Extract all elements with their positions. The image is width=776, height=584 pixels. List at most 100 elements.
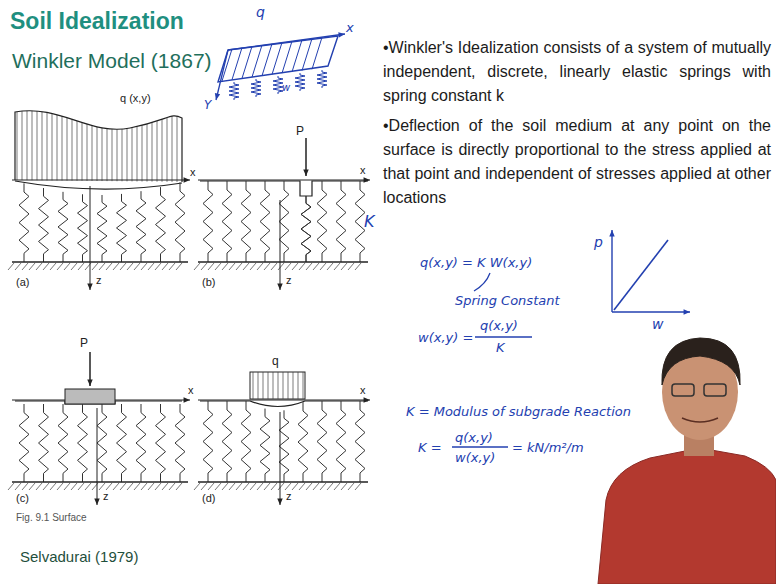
presenter-hair (662, 338, 740, 385)
ground-line (198, 481, 368, 483)
arrow-head (215, 93, 220, 100)
arrow-head (364, 177, 370, 182)
ground-hatch (264, 263, 270, 270)
ground-hatch (208, 263, 214, 270)
load-hatch (17, 100, 177, 185)
load-label: P (296, 124, 304, 138)
sketch-label: q (256, 4, 265, 21)
spring-symbol (317, 70, 327, 88)
load-line (253, 372, 254, 399)
spring-symbol (241, 401, 251, 482)
equation: w(x,y) = (418, 330, 473, 346)
load-line (278, 372, 279, 399)
load-line (27, 100, 28, 185)
load-sketch-line (262, 44, 272, 76)
spring-symbol (273, 76, 283, 94)
ground-hatch (120, 483, 126, 490)
ground-hatch (78, 263, 84, 270)
ground-hatch (327, 263, 333, 270)
ground-hatch (64, 263, 70, 270)
spring-symbol (19, 404, 29, 482)
ground-hatch (148, 483, 154, 490)
ground-hatch (71, 263, 77, 270)
load-line (117, 100, 118, 185)
deflected-surface (15, 181, 182, 189)
graph-axis-label: w (652, 316, 663, 333)
axis-arrow (90, 186, 91, 290)
axis-arrow (12, 180, 190, 181)
sketch-label: Y (204, 98, 211, 112)
load-sketch-line (312, 37, 322, 69)
spring-symbol (355, 401, 365, 482)
load-line (172, 100, 173, 185)
ground-hatch (215, 263, 221, 270)
spring-symbol (317, 181, 327, 262)
ground-hatch (306, 263, 312, 270)
axis-label: x (360, 164, 366, 177)
ground-hatch (341, 263, 347, 270)
fraction-bar (475, 336, 532, 337)
load-sketch-line (242, 46, 252, 78)
arrow-head (87, 284, 92, 290)
ground-hatch (141, 263, 147, 270)
panel-label: (d) (202, 492, 215, 505)
spring-label: K (364, 212, 375, 231)
ground-hatch (313, 483, 319, 490)
presenter-shirt (598, 448, 776, 584)
arrow-head (184, 397, 190, 402)
load-sketch-line (272, 43, 282, 75)
ground-hatch (36, 263, 42, 270)
load-line (102, 100, 103, 185)
fraction-denominator: K (496, 340, 505, 356)
annotation: K = Modulus of subgrade Reaction (406, 404, 631, 420)
ground-hatch (169, 483, 175, 490)
spring-symbol (241, 181, 251, 262)
ground-hatch (257, 483, 263, 490)
arrow-head (277, 284, 282, 290)
spring-symbol (229, 82, 239, 100)
ground-line (12, 481, 188, 483)
load-line (97, 100, 98, 185)
ground-hatch (43, 483, 49, 490)
ground-hatch (194, 483, 200, 490)
ground-hatch (299, 263, 305, 270)
graph-axis-label: p (594, 234, 603, 251)
load-line (67, 100, 68, 185)
ground-hatch (236, 483, 242, 490)
ground-line (12, 261, 188, 263)
spring-symbol (317, 401, 327, 482)
axis-arrow (228, 34, 345, 50)
ground-hatch (222, 483, 228, 490)
load-sketch-line (302, 39, 312, 71)
spring-symbol (295, 73, 305, 91)
slide-title: Soil Idealization (10, 8, 184, 36)
ground-hatch (22, 483, 28, 490)
leader-arrow (474, 273, 490, 291)
ground-hatch (8, 263, 14, 270)
sketch-label: x (346, 20, 354, 36)
ground-hatch (141, 483, 147, 490)
panel-label: (c) (16, 492, 29, 505)
axis-arrow (280, 412, 281, 505)
axis-label: z (286, 274, 292, 287)
load-line (72, 100, 73, 185)
panel-label: (a) (16, 276, 29, 289)
ground-hatch (57, 263, 63, 270)
ground-hatch (313, 263, 319, 270)
spring-symbol (301, 196, 311, 262)
ground-hatch (176, 263, 182, 270)
ground-hatch (222, 263, 228, 270)
ground-hatch (134, 263, 140, 270)
ground-hatch (15, 483, 21, 490)
ground-hatch (201, 263, 207, 270)
load-line (82, 100, 83, 185)
arrow-head (303, 170, 308, 176)
spring-symbol (136, 404, 146, 482)
fraction-numerator: q(x,y) (480, 318, 518, 334)
spring-symbol (222, 401, 232, 482)
fraction-denominator: w(x,y) (455, 450, 495, 466)
load-line (57, 100, 58, 185)
ground-hatch (127, 483, 133, 490)
spring-symbol (117, 194, 127, 262)
spring-symbol (222, 181, 232, 262)
